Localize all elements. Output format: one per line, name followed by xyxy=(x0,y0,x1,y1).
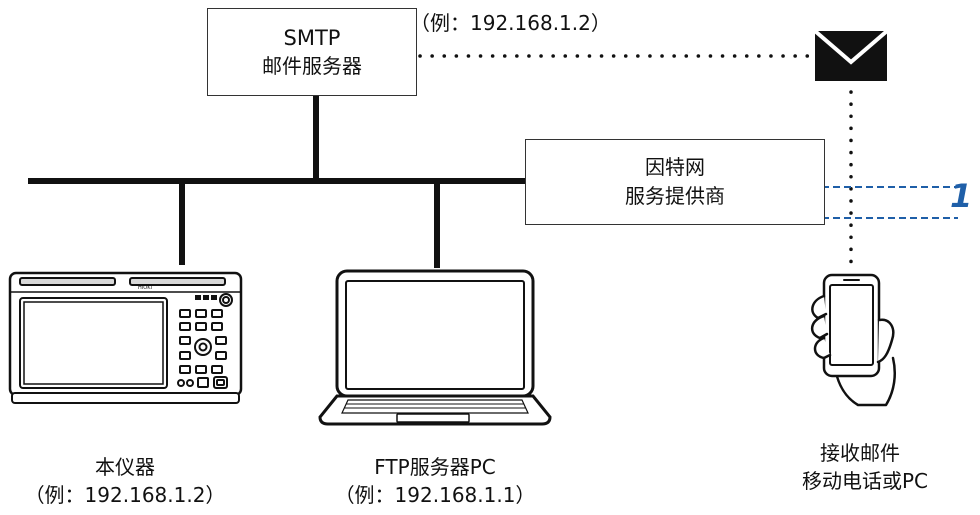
isp-box: 因特网 服务提供商 xyxy=(525,139,825,225)
step-number: 1 xyxy=(950,177,973,215)
isp-title: 因特网 xyxy=(645,155,705,179)
instrument-icon xyxy=(8,271,243,404)
envelope-icon xyxy=(813,29,889,81)
smtp-server-box: SMTP 邮件服务器 xyxy=(207,8,417,96)
phone-hand-icon xyxy=(811,273,896,407)
ftp-label: FTP服务器PC xyxy=(374,455,496,479)
phone-sublabel: 移动电话或PC xyxy=(801,469,929,493)
laptop-icon xyxy=(318,269,552,426)
ftp-example-ip: （例：192.168.1.1） xyxy=(334,483,536,507)
smtp-example-ip: （例：192.168.1.2） xyxy=(410,11,611,35)
smtp-title: SMTP xyxy=(283,26,341,51)
smtp-subtitle: 邮件服务器 xyxy=(262,53,362,78)
isp-subtitle: 服务提供商 xyxy=(625,184,725,208)
instrument-label: 本仪器 xyxy=(95,455,155,479)
instrument-logo: HIOKI xyxy=(138,285,152,291)
phone-label: 接收邮件 xyxy=(820,441,900,465)
instrument-example-ip: （例：192.168.1.2） xyxy=(24,483,226,507)
